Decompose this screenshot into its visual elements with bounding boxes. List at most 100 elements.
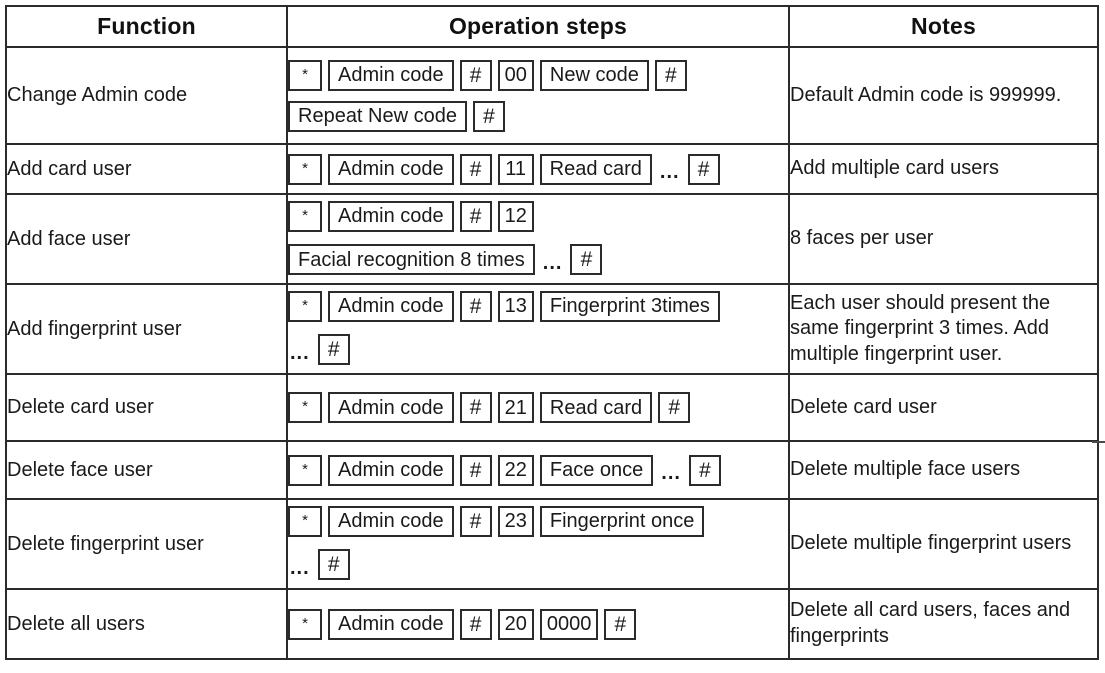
step-key-label: # [668, 396, 680, 419]
step-key-label: 22 [504, 459, 527, 481]
step-key-box: # [459, 59, 492, 91]
cell-function: Delete fingerprint user [5, 498, 288, 590]
step-key-label: * [302, 159, 308, 177]
step-key-box: # [459, 153, 492, 185]
step-key-box: # [459, 505, 492, 537]
step-key-label: Admin code [338, 295, 444, 317]
step-key-label: # [469, 458, 482, 482]
step-key-box: Read card [539, 392, 653, 423]
step-key-label: Fingerprint once [549, 510, 695, 532]
step-key-box: 11 [497, 153, 534, 185]
step-key-label: 12 [504, 205, 527, 227]
step-key-label: * [302, 511, 308, 529]
step-key-label: * [302, 65, 308, 83]
step-key-box: # [604, 608, 637, 640]
step-key-box: 23 [497, 505, 534, 537]
step-key-box: # [459, 200, 492, 232]
step-key-box: Admin code [328, 200, 454, 232]
cell-notes: Each user should present the same finger… [788, 283, 1099, 375]
step-key-box: # [459, 454, 492, 486]
step-key-box: 22 [497, 454, 534, 486]
step-key-box: Face once [539, 454, 654, 486]
step-key-label: # [664, 63, 677, 87]
cell-notes: Add multiple card users [788, 143, 1099, 195]
step-key-box: Read card [539, 153, 652, 185]
step-key-label: * [302, 398, 308, 415]
step-key-label: 20 [504, 613, 527, 635]
step-key-label: # [469, 63, 482, 87]
step-key-label: # [699, 458, 711, 482]
step-key-box: New code [539, 59, 649, 91]
repeat-ellipsis: ... [290, 556, 310, 579]
step-key-box: 00 [497, 59, 534, 91]
cell-notes: Delete multiple fingerprint users [788, 498, 1099, 590]
step-key-label: Read card [549, 396, 643, 419]
step-key-box: Facial recognition 8 times [288, 244, 535, 275]
step-key-box: * [288, 59, 322, 91]
step-key-label: Admin code [338, 396, 444, 419]
cell-function: Delete face user [5, 440, 288, 500]
table-header: Function Operation steps Notes [5, 5, 1099, 48]
cell-notes: Default Admin code is 999999. [788, 46, 1099, 145]
step-key-box: # [317, 549, 350, 580]
step-key-box: Repeat New code [288, 100, 467, 132]
step-key-box: 13 [497, 290, 534, 322]
step-key-box: * [288, 505, 322, 537]
cell-notes: Delete multiple face users [788, 440, 1099, 500]
step-key-label: # [614, 612, 627, 636]
cell-function: Add fingerprint user [5, 283, 288, 375]
step-key-box: 0000 [539, 608, 599, 640]
column-header-operation-steps: Operation steps [286, 5, 790, 48]
step-key-label: # [469, 509, 482, 533]
step-key-label: * [302, 296, 308, 314]
cell-function: Delete card user [5, 373, 288, 442]
cell-function: Delete all users [5, 588, 288, 660]
step-key-box: Admin code [328, 59, 454, 91]
step-key-label: Fingerprint 3times [549, 295, 710, 317]
step-key-label: Read card [549, 158, 642, 180]
step-key-label: New code [549, 64, 639, 86]
step-key-label: Admin code [338, 613, 444, 635]
stray-rule-mark [1092, 441, 1105, 443]
step-key-label: Facial recognition 8 times [298, 248, 525, 271]
step-key-label: Face once [549, 459, 644, 481]
cell-notes: 8 faces per user [788, 193, 1099, 285]
step-key-box: Fingerprint 3times [539, 290, 720, 322]
cell-operation-steps: * Admin code #22 Face once... # [286, 440, 790, 500]
step-key-box: # [459, 290, 492, 322]
step-key-label: 21 [504, 396, 527, 419]
step-key-box: # [688, 454, 721, 486]
column-header-function: Function [5, 5, 288, 48]
step-key-label: Admin code [338, 64, 444, 86]
step-key-box: * [288, 200, 322, 232]
step-key-box: * [288, 392, 322, 423]
cell-notes: Delete all card users, faces and fingerp… [788, 588, 1099, 660]
repeat-ellipsis: ... [661, 462, 681, 484]
step-key-label: Admin code [338, 459, 444, 481]
step-key-box: Admin code [328, 392, 454, 423]
step-key-box: * [288, 454, 322, 486]
column-header-notes: Notes [788, 5, 1099, 48]
step-key-box: Admin code [328, 505, 454, 537]
cell-operation-steps: * Admin code #23 Fingerprint once... # [286, 498, 790, 590]
step-key-box: # [459, 608, 492, 640]
operation-steps-table: Function Operation steps Notes Change Ad… [5, 5, 1099, 660]
step-key-label: * [302, 460, 308, 478]
step-key-box: 12 [497, 200, 534, 232]
step-key-label: 0000 [546, 613, 592, 635]
repeat-ellipsis: ... [290, 341, 310, 364]
